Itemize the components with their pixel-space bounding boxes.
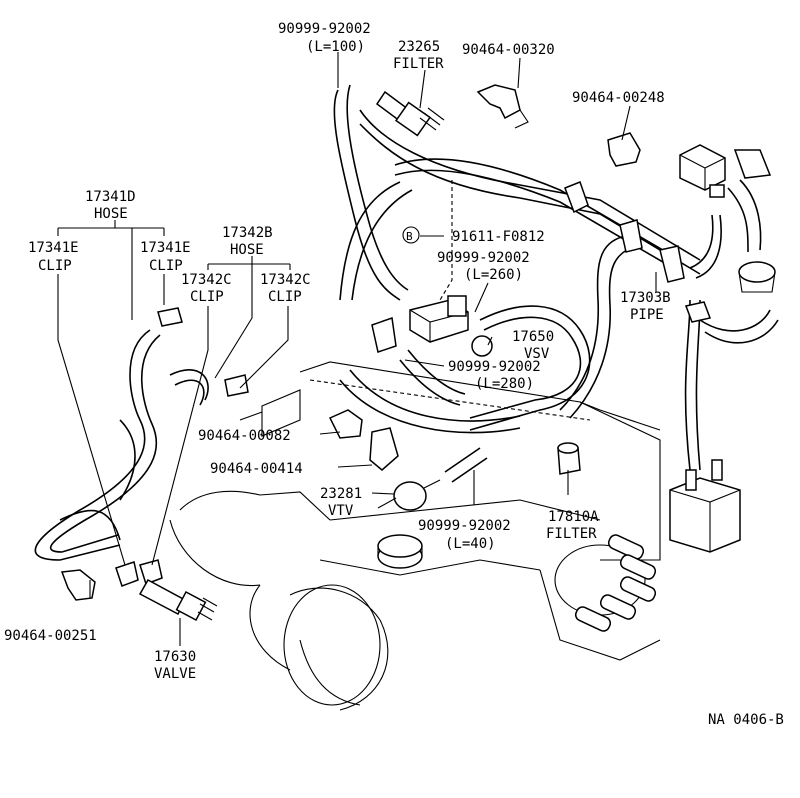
label-filter-bottom[interactable]: 17810A FILTER (546, 509, 599, 542)
clamp-00414 (369, 427, 399, 471)
hose-lower-len: (L=280) (475, 376, 534, 392)
clip-right-label[interactable]: 90464-00248 (572, 90, 665, 106)
clip-17341e-right-num: 17341E (140, 240, 191, 256)
label-hose-top[interactable]: 90999-92002 (L=100) (278, 21, 371, 55)
hose-top-len: (L=100) (306, 39, 365, 55)
label-filter-top[interactable]: 23265 FILTER (393, 39, 444, 72)
bolt-num: 91611-F0812 (452, 229, 545, 245)
hoses (34, 84, 779, 561)
clip-17342c-left-num: 17342C (181, 272, 232, 288)
clip-17342c-right-num: 17342C (260, 272, 311, 288)
label-hose-17341d[interactable]: 17341D HOSE (85, 189, 136, 222)
hose-17342b-name: HOSE (230, 242, 264, 258)
vsv-num: 17650 (512, 329, 554, 345)
vtv-part (377, 479, 441, 511)
valve-name: VALVE (154, 666, 196, 682)
clamp-00414-label[interactable]: 90464-00414 (210, 461, 303, 477)
label-clip-17341e-right[interactable]: 17341E CLIP (140, 240, 191, 274)
clamp-00082-label[interactable]: 90464-00082 (198, 428, 291, 444)
clip-right (607, 132, 641, 167)
filter-top-name: FILTER (393, 56, 444, 72)
filter-bottom-name: FILTER (546, 526, 597, 542)
reference-code: NA 0406-B (708, 712, 784, 728)
clip-17341e-left-name: CLIP (38, 258, 72, 274)
label-clip-17342c-right[interactable]: 17342C CLIP (260, 272, 311, 305)
pipe-name: PIPE (630, 307, 664, 323)
clip-17342c-left-name: CLIP (190, 289, 224, 305)
label-vtv[interactable]: 23281 VTV (320, 486, 362, 519)
label-valve[interactable]: 17630 VALVE (154, 649, 196, 682)
valve-num: 17630 (154, 649, 196, 665)
vtv-name: VTV (328, 503, 354, 519)
part-labels: 90999-92002 (L=100) 23265 FILTER 90464-0… (4, 21, 784, 728)
label-vsv[interactable]: 17650 VSV (512, 329, 554, 362)
clip-17341e-part (115, 307, 183, 587)
hose-bottom-len: (L=40) (445, 536, 496, 552)
pipe-num: 17303B (620, 290, 671, 306)
clamp-top (476, 84, 529, 129)
vacuum-modulator (679, 144, 776, 293)
vsv-part (371, 295, 493, 357)
filter-top (375, 90, 445, 137)
label-clip-17341e-left[interactable]: 17341E CLIP (28, 240, 79, 274)
label-clip-17342c-left[interactable]: 17342C CLIP (181, 272, 232, 305)
label-hose-mid[interactable]: 90999-92002 (L=260) (437, 250, 530, 283)
filter-bottom (557, 442, 581, 475)
canister (669, 459, 741, 553)
clamp-00251-label[interactable]: 90464-00251 (4, 628, 97, 644)
clamp-top-label[interactable]: 90464-00320 (462, 42, 555, 58)
hose-lower-num: 90999-92002 (448, 359, 541, 375)
hose-top-num: 90999-92002 (278, 21, 371, 37)
hose-mid-num: 90999-92002 (437, 250, 530, 266)
label-bolt[interactable]: B 91611-F0812 (402, 226, 545, 245)
bolt-marker: B (406, 230, 413, 243)
hose-17342b-num: 17342B (222, 225, 273, 241)
label-hose-17342b[interactable]: 17342B HOSE (222, 225, 273, 258)
label-hose-bottom[interactable]: 90999-92002 (L=40) (418, 518, 511, 552)
valve-part (138, 578, 218, 622)
hose-mid-len: (L=260) (464, 267, 523, 283)
hose-bottom-num: 90999-92002 (418, 518, 511, 534)
hose-17341d-name: HOSE (94, 206, 128, 222)
clip-17341e-left-num: 17341E (28, 240, 79, 256)
bolt-marker-circle (402, 226, 420, 244)
clip-17342c-right-name: CLIP (268, 289, 302, 305)
leader-lines (57, 52, 657, 646)
clamp-00251 (60, 569, 96, 601)
hose-17341d-num: 17341D (85, 189, 136, 205)
engine-block (169, 361, 661, 711)
clamp-00082 (328, 409, 363, 439)
filter-top-num: 23265 (398, 39, 440, 55)
pipe-clamps (564, 181, 712, 323)
clip-17342c-part (224, 374, 249, 397)
vtv-num: 23281 (320, 486, 362, 502)
filter-bottom-num: 17810A (548, 509, 599, 525)
vsv-name: VSV (524, 346, 550, 362)
label-pipe[interactable]: 17303B PIPE (620, 290, 671, 323)
clip-17341e-right-name: CLIP (149, 258, 183, 274)
label-hose-lower[interactable]: 90999-92002 (L=280) (448, 359, 541, 392)
